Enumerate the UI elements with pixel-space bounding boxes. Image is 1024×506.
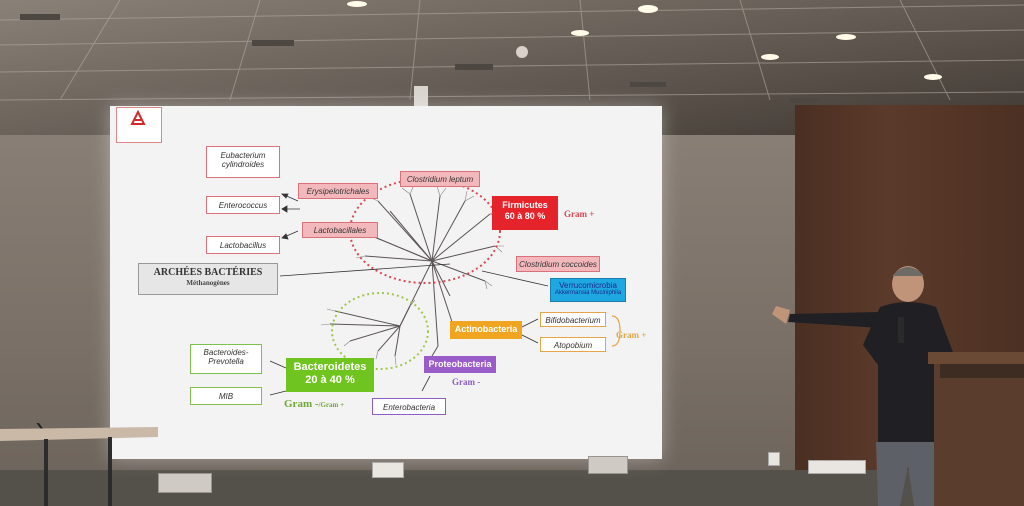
- wall-vent: [588, 456, 628, 474]
- gram-bacteroidetes: Gram -/Gram +: [284, 398, 344, 410]
- phylum-proteobacteria: Proteobacteria: [424, 356, 496, 373]
- phylum-verrucomicrobia: Verrucomicrobia Akkermansia Muciniphila: [550, 278, 626, 302]
- logo-mark-icon: [130, 110, 146, 125]
- presenter: [772, 266, 966, 506]
- label-bifidobacterium: Bifidobacterium: [540, 312, 606, 327]
- phylum-firmicutes: Firmicutes 60 à 80 %: [492, 196, 558, 230]
- verrucomicrobia-name: Verrucomicrobia: [559, 281, 617, 290]
- gram-actinobacteria: Gram +: [616, 330, 647, 340]
- archees-box: ARCHÉES BACTÉRIES Méthanogènes: [138, 263, 278, 295]
- label-clostridium-leptum: Clostridium leptum: [400, 171, 480, 187]
- phylum-actinobacteria: Actinobacteria: [450, 321, 522, 339]
- gram-bacteroidetes-sub: /Gram +: [318, 401, 345, 409]
- wall-outlet: [372, 462, 404, 478]
- ceiling-grid: [0, 0, 1024, 103]
- label-eubacterium: Eubacterium cylindroides: [206, 146, 280, 178]
- phylum-bacteroidetes: Bacteroidetes 20 à 40 %: [286, 358, 374, 392]
- label-erysipelotrichales: Erysipelotrichales: [298, 183, 378, 199]
- firmicutes-percent: 60 à 80 %: [504, 210, 546, 221]
- label-lactobacillus: Lactobacillus: [206, 236, 280, 254]
- archees-title: ARCHÉES BACTÉRIES: [153, 267, 263, 278]
- gram-proteobacteria: Gram -: [452, 377, 481, 387]
- label-bacteroides-prevotella: Bacteroides- Prevotella: [190, 344, 262, 374]
- verrucomicrobia-subtitle: Akkermansia Muciniphila: [554, 290, 622, 297]
- desk-with-microphone: [0, 423, 158, 506]
- archees-subtitle: Méthanogènes: [186, 278, 230, 287]
- firmicutes-name: Firmicutes: [502, 200, 548, 210]
- floor-vent: [158, 473, 212, 493]
- label-enterobacteria: Enterobacteria: [372, 398, 446, 415]
- bacteroidetes-percent: 20 à 40 %: [305, 374, 355, 387]
- label-enterococcus: Enterococcus: [206, 196, 280, 214]
- label-clostridium-coccoides: Clostridium coccoides: [516, 256, 600, 272]
- projected-slide: Eubacterium cylindroides Erysipelotricha…: [110, 106, 662, 459]
- podium: [928, 352, 1024, 506]
- gram-firmicutes: Gram +: [564, 209, 595, 219]
- institution-logo: [116, 107, 162, 143]
- bacteroidetes-name: Bacteroidetes: [293, 361, 367, 373]
- phylogenetic-tree: [269, 178, 621, 396]
- gram-bacteroidetes-main: Gram -: [284, 398, 319, 410]
- wall-outlet: [768, 452, 780, 466]
- label-mib: MIB: [190, 387, 262, 405]
- wall-outlet-strip: [808, 460, 866, 474]
- label-lactobacillales: Lactobacillales: [302, 222, 378, 238]
- label-atopobium: Atopobium: [540, 337, 606, 352]
